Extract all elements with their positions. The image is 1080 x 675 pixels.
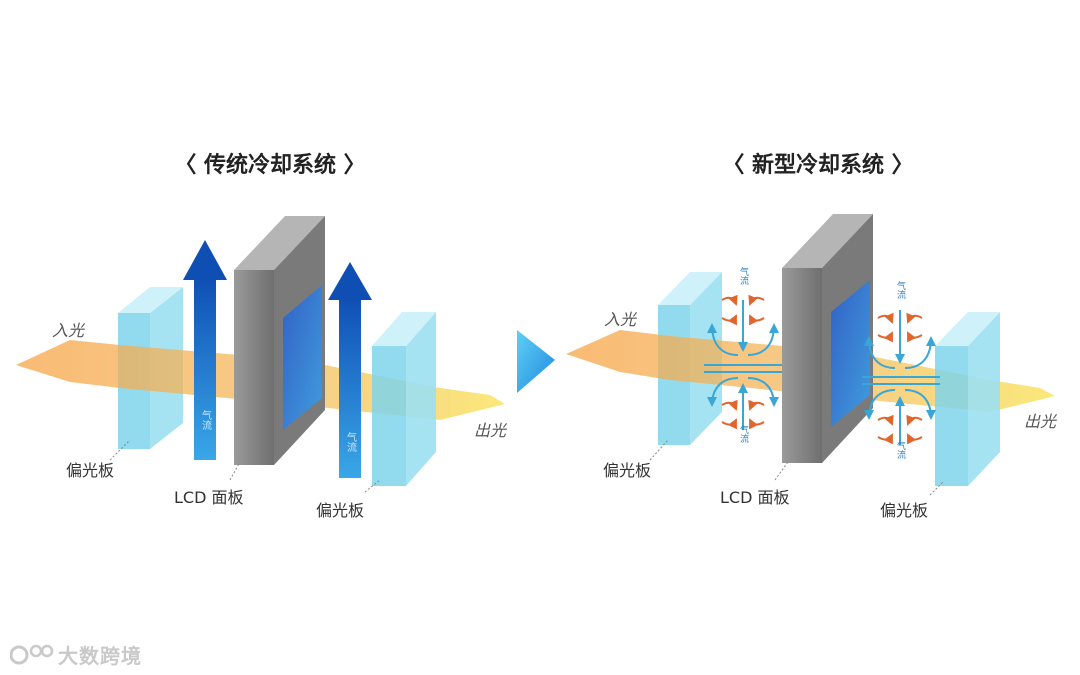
watermark-logo-icon [10, 644, 54, 664]
left-leader-polarizer-front [109, 439, 131, 461]
left-polarizer-front-label: 偏光板 [66, 461, 114, 480]
left-leader-polarizer-back [364, 479, 381, 493]
right-leader-lcd [774, 461, 789, 481]
right-title: 〈 新型冷却系统 〉 [722, 152, 913, 178]
transition-arrow [517, 330, 555, 393]
right-polarizer-back-label: 偏光板 [880, 501, 928, 520]
left-airflow-label-1: 气流 [200, 409, 212, 431]
left-polarizer-back [372, 312, 436, 486]
left-leader-lcd [229, 461, 241, 481]
left-light-out-label: 出光 [474, 421, 508, 440]
left-panel: 〈 传统冷却系统 〉 [16, 152, 508, 520]
right-leader-polarizer-back [929, 481, 944, 496]
left-airflow-label-2: 气流 [345, 431, 357, 453]
left-light-in-label: 入光 [52, 321, 86, 340]
watermark: 大数跨境 [10, 640, 142, 669]
right-polarizer-back [935, 312, 1000, 486]
right-airflow-label-b-top: 气流 [895, 280, 906, 300]
right-airflow-swirl-a [704, 294, 782, 430]
watermark-text: 大数跨境 [58, 644, 142, 668]
left-airflow-arrow-2 [328, 262, 372, 478]
left-airflow-arrow-1 [183, 240, 227, 460]
right-airflow-label-a-bottom: 气流 [738, 424, 749, 444]
left-polarizer-back-label: 偏光板 [316, 501, 364, 520]
right-leader-polarizer-front [649, 439, 669, 461]
right-airflow-label-a-top: 气流 [738, 266, 749, 286]
right-polarizer-front-label: 偏光板 [603, 461, 651, 480]
left-title: 〈 传统冷却系统 〉 [174, 152, 365, 178]
right-airflow-label-b-bottom: 气流 [895, 440, 906, 460]
left-inner-panel [283, 285, 322, 430]
right-light-out-label: 出光 [1024, 412, 1058, 431]
right-inner-panel [831, 280, 870, 427]
right-airflow-swirl-b [862, 310, 940, 445]
right-light-in-label: 入光 [604, 310, 638, 329]
right-lcd-label: LCD 面板 [720, 488, 790, 507]
right-panel: 〈 新型冷却系统 〉 [566, 152, 1058, 520]
left-lcd-label: LCD 面板 [174, 488, 244, 507]
